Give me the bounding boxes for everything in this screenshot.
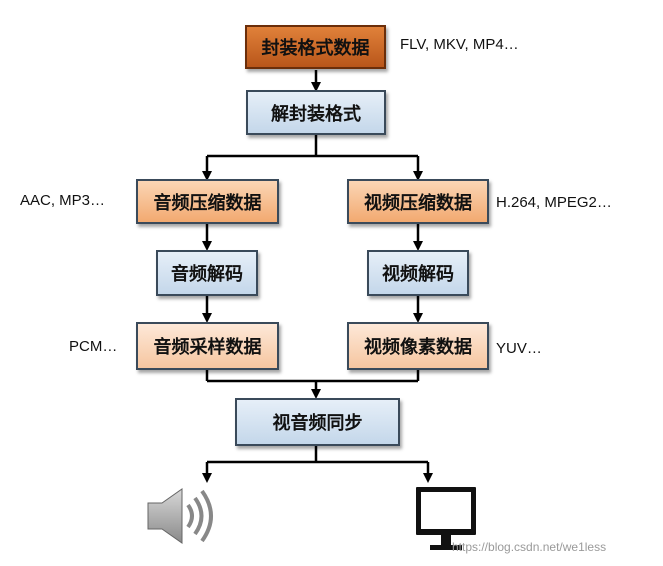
container-formats-note: FLV, MKV, MP4… (400, 36, 519, 53)
video-formats-note: H.264, MPEG2… (496, 194, 612, 211)
video-raw-note: YUV… (496, 340, 542, 357)
av-sync-box: 视音频同步 (235, 398, 400, 446)
audio-decode-box: 音频解码 (156, 250, 258, 296)
demux-box: 解封装格式 (246, 90, 386, 135)
audio-formats-note: AAC, MP3… (20, 192, 106, 209)
video-compressed-box: 视频压缩数据 (347, 179, 489, 224)
audio-compressed-box: 音频压缩数据 (136, 179, 279, 224)
video-pixel-box: 视频像素数据 (347, 322, 489, 370)
speaker-icon (147, 488, 213, 544)
video-decode-box: 视频解码 (367, 250, 469, 296)
audio-raw-note: PCM… (69, 338, 118, 355)
watermark: https://blog.csdn.net/we1less (452, 540, 607, 554)
audio-sample-box: 音频采样数据 (136, 322, 279, 370)
monitor-icon (416, 487, 476, 550)
container-data-box: 封装格式数据 (245, 25, 386, 69)
